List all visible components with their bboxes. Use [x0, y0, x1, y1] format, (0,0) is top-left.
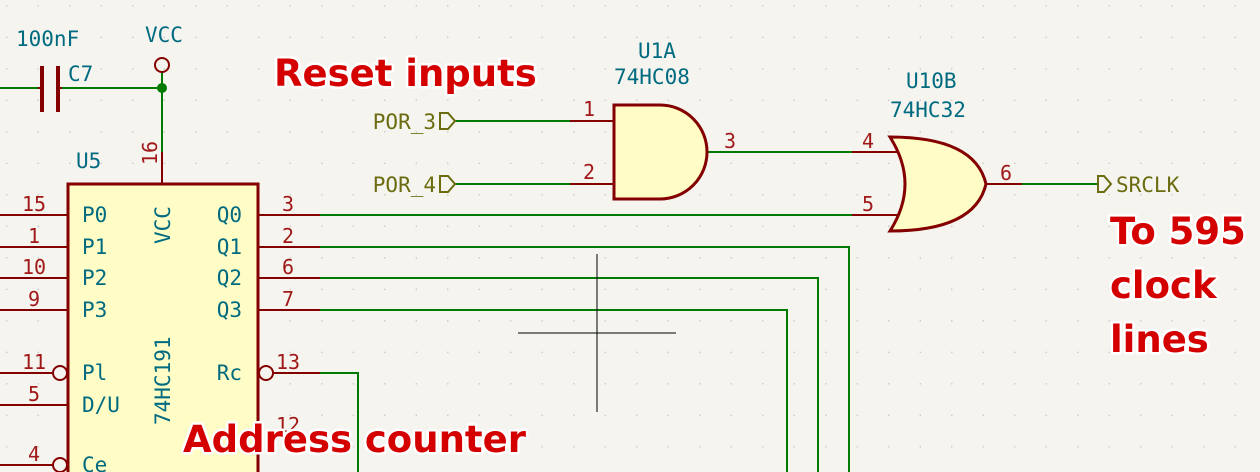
net-label-por3[interactable]: POR_3 — [373, 110, 457, 134]
u5-pin-name-p2: P2 — [82, 266, 107, 290]
u10b-in2-number: 5 — [862, 192, 874, 216]
wire-q1 — [320, 246, 850, 472]
junction-dot — [157, 83, 167, 93]
capacitor-reference: C7 — [68, 62, 93, 86]
u1a-body — [612, 103, 709, 201]
u10b-reference: U10B — [906, 69, 957, 93]
u1a-in2-number: 2 — [583, 160, 595, 184]
u10b-out-number: 6 — [1000, 161, 1012, 185]
u5-rc-inversion-bubble — [258, 365, 274, 381]
u5-pin-number-p0: 15 — [22, 192, 46, 216]
wire-rc — [320, 372, 359, 472]
net-label-por4[interactable]: POR_4 — [373, 173, 457, 197]
net-label-srclk-text: SRCLK — [1116, 173, 1180, 197]
u5-pin-number-q1: 2 — [282, 224, 294, 248]
note-clock-line-3: lines — [1110, 318, 1209, 361]
u5-pin-number-q2: 6 — [282, 255, 294, 279]
wire-q2 — [320, 277, 819, 472]
u1a-part: 74HC08 — [614, 65, 690, 89]
wire-q3 — [320, 309, 788, 472]
u5-pin-name-p1: P1 — [82, 235, 107, 259]
u5-vcc-pin-label: VCC — [151, 206, 175, 244]
u5-pl-inversion-bubble — [52, 365, 68, 381]
u1a-out-number: 3 — [724, 129, 736, 153]
u1a-in1-number: 1 — [583, 97, 595, 121]
vcc-label: VCC — [145, 23, 183, 47]
u5-pin-number-p2: 10 — [22, 255, 46, 279]
u5-pin-name-q0: Q0 — [217, 203, 242, 227]
u5-pin-name-rc: Rc — [217, 361, 242, 385]
u10b-part: 74HC32 — [890, 98, 966, 122]
note-reset-inputs: Reset inputs — [274, 52, 537, 95]
u1a-reference: U1A — [638, 39, 676, 63]
u5-pin-name-q2: Q2 — [217, 266, 242, 290]
wires — [0, 72, 1098, 472]
u10b-or-gate[interactable]: U10B 74HC32 4 5 6 — [852, 69, 1022, 233]
u5-pin-name-du: D/U — [82, 393, 120, 417]
u5-pin-name-q3: Q3 — [217, 298, 242, 322]
u5-counter-chip[interactable]: 16 VCC U5 74HC191 15 1 10 9 11 5 4 P0 P1… — [0, 141, 320, 472]
u5-pin-number-du: 5 — [28, 382, 40, 406]
note-clock-line-1: To 595 — [1110, 210, 1246, 253]
u1a-and-gate[interactable]: U1A 74HC08 1 2 3 — [570, 39, 736, 201]
u5-right-pin-lines — [258, 214, 320, 374]
note-address-counter: Address counter — [183, 418, 527, 461]
u5-part: 74HC191 — [151, 336, 175, 425]
u5-reference: U5 — [76, 149, 101, 173]
u5-pin-name-q1: Q1 — [217, 235, 242, 259]
u5-pin-number-q3: 7 — [282, 287, 294, 311]
u5-left-pin-lines — [0, 214, 68, 466]
u10b-body — [887, 135, 988, 233]
u5-ce-inversion-bubble — [52, 457, 68, 472]
u5-pin-number-p3: 9 — [28, 287, 40, 311]
u5-pin-name-pl: Pl — [82, 361, 107, 385]
u5-pin-number-rc: 13 — [276, 350, 300, 374]
u10b-in1-number: 4 — [862, 129, 874, 153]
net-label-srclk[interactable]: SRCLK — [1097, 173, 1180, 197]
u5-pin-number-p1: 1 — [28, 224, 40, 248]
net-label-por3-text: POR_3 — [373, 110, 436, 134]
u5-pin-number-pl: 11 — [22, 350, 46, 374]
note-clock-line-2: clock — [1110, 264, 1218, 307]
u5-pin-name-ce: Ce — [82, 453, 107, 472]
u5-pin-name-p0: P0 — [82, 203, 107, 227]
u5-pin-number-12: 12 — [276, 413, 300, 437]
capacitor-c7[interactable]: 100nF C7 — [16, 27, 93, 112]
u5-pin-number-ce: 4 — [28, 442, 40, 466]
u5-vcc-pin-number: 16 — [138, 141, 162, 165]
vcc-power-symbol[interactable]: VCC — [145, 23, 183, 73]
net-label-por4-text: POR_4 — [373, 173, 436, 197]
u5-body — [66, 182, 260, 472]
u5-pin-name-p3: P3 — [82, 298, 107, 322]
crosshair-cursor — [518, 254, 676, 412]
u5-pin-number-q0: 3 — [282, 192, 294, 216]
capacitor-value: 100nF — [16, 27, 79, 51]
